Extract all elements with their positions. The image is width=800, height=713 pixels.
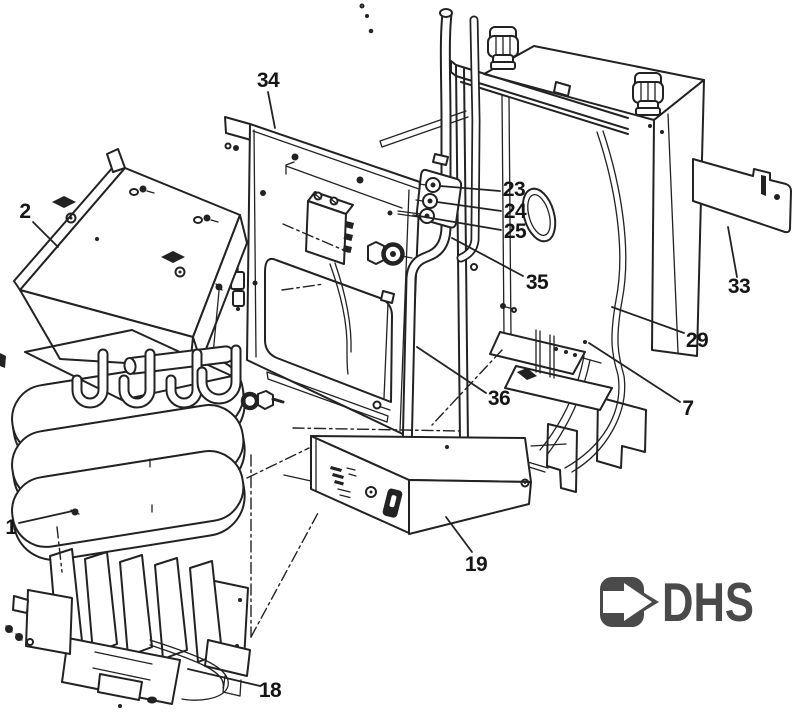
leader-line-19 bbox=[445, 516, 473, 553]
capillary-tube bbox=[397, 210, 421, 218]
control-box bbox=[283, 435, 567, 535]
dhs-logo: DHS bbox=[600, 571, 754, 633]
leader-line-7 bbox=[588, 342, 681, 403]
outlet-fitting bbox=[240, 390, 285, 411]
foot-bracket-right bbox=[596, 396, 647, 469]
mounting-plates bbox=[489, 303, 613, 411]
part-label-34: 34 bbox=[257, 69, 280, 92]
hood-screw-a bbox=[129, 185, 155, 196]
casing-right-face bbox=[651, 79, 705, 357]
burner-fin bbox=[154, 557, 188, 660]
wing-clamp-b bbox=[161, 251, 186, 278]
mounting-panel bbox=[224, 116, 421, 438]
part-label-2: 2 bbox=[19, 200, 30, 223]
part-label-35: 35 bbox=[526, 271, 549, 294]
foot-bracket-left bbox=[546, 423, 578, 493]
part-label-33: 33 bbox=[728, 275, 750, 298]
hood-screw-b bbox=[193, 214, 219, 224]
arrow-right-icon bbox=[600, 577, 659, 627]
burner-wire bbox=[149, 639, 229, 701]
control-box-wire bbox=[329, 262, 352, 375]
hood-cover bbox=[13, 148, 248, 451]
leader-line-29 bbox=[611, 306, 685, 334]
leader-line-18 bbox=[187, 668, 261, 687]
filler-cap-right bbox=[632, 72, 664, 116]
diagram-artwork bbox=[0, 3, 792, 708]
pipe-bracket bbox=[432, 153, 449, 166]
panel-control-box bbox=[305, 191, 354, 375]
leader-line-23 bbox=[439, 185, 501, 192]
dhs-logo-text: DHS bbox=[662, 571, 754, 633]
oval-port bbox=[521, 187, 557, 243]
part-label-7: 7 bbox=[682, 397, 693, 420]
burner-assembly bbox=[5, 548, 251, 708]
part-label-24: 24 bbox=[504, 200, 527, 223]
j-pipes bbox=[71, 344, 242, 409]
panel-slot bbox=[266, 371, 389, 423]
sensor-24 bbox=[422, 193, 438, 209]
rail-clip bbox=[553, 81, 571, 97]
wing-nut bbox=[517, 368, 537, 380]
sensor-23 bbox=[425, 177, 441, 193]
burner-base bbox=[61, 637, 181, 705]
power-switch bbox=[382, 488, 403, 518]
casing-assembly bbox=[379, 26, 792, 493]
leader-line-36 bbox=[416, 346, 487, 394]
part-label-18: 18 bbox=[259, 679, 282, 702]
leader-line-35 bbox=[451, 237, 524, 277]
part-label-25: 25 bbox=[504, 220, 527, 243]
panel-tab bbox=[224, 116, 252, 141]
diagonal-rail bbox=[379, 110, 469, 148]
coil-loop-3 bbox=[11, 450, 246, 561]
side-bracket bbox=[692, 158, 792, 234]
leader-line-33 bbox=[727, 226, 738, 278]
leader-line-1 bbox=[18, 509, 78, 524]
heat-exchanger bbox=[11, 329, 285, 561]
burner-left-bracket bbox=[25, 589, 73, 655]
part-label-36: 36 bbox=[488, 387, 510, 410]
front-panel-markings bbox=[330, 466, 344, 486]
leader-line-25 bbox=[418, 215, 502, 231]
pipe-clamp bbox=[380, 290, 395, 304]
return-pipe bbox=[458, 17, 479, 261]
wing-clamp-a bbox=[52, 196, 77, 224]
part-label-29: 29 bbox=[686, 329, 708, 352]
burner-fin bbox=[119, 554, 153, 657]
part-label-1: 1 bbox=[5, 516, 17, 539]
control-box-side bbox=[408, 479, 532, 535]
burner-fin bbox=[84, 551, 118, 654]
alignment-dash-lines bbox=[56, 223, 503, 638]
water-pipe bbox=[403, 10, 451, 459]
leader-line-34 bbox=[267, 91, 276, 129]
filler-cap-left bbox=[487, 26, 519, 70]
hood-corner-tab bbox=[106, 148, 126, 173]
part-label-23: 23 bbox=[503, 178, 525, 201]
part-labels: 2 34 23 24 25 35 33 29 7 36 19 18 1 bbox=[5, 69, 750, 702]
union-fitting bbox=[367, 241, 413, 266]
leader-line-24 bbox=[436, 201, 502, 212]
drain-hose bbox=[539, 130, 627, 473]
part-label-19: 19 bbox=[465, 553, 487, 576]
leader-line-2 bbox=[32, 221, 59, 248]
